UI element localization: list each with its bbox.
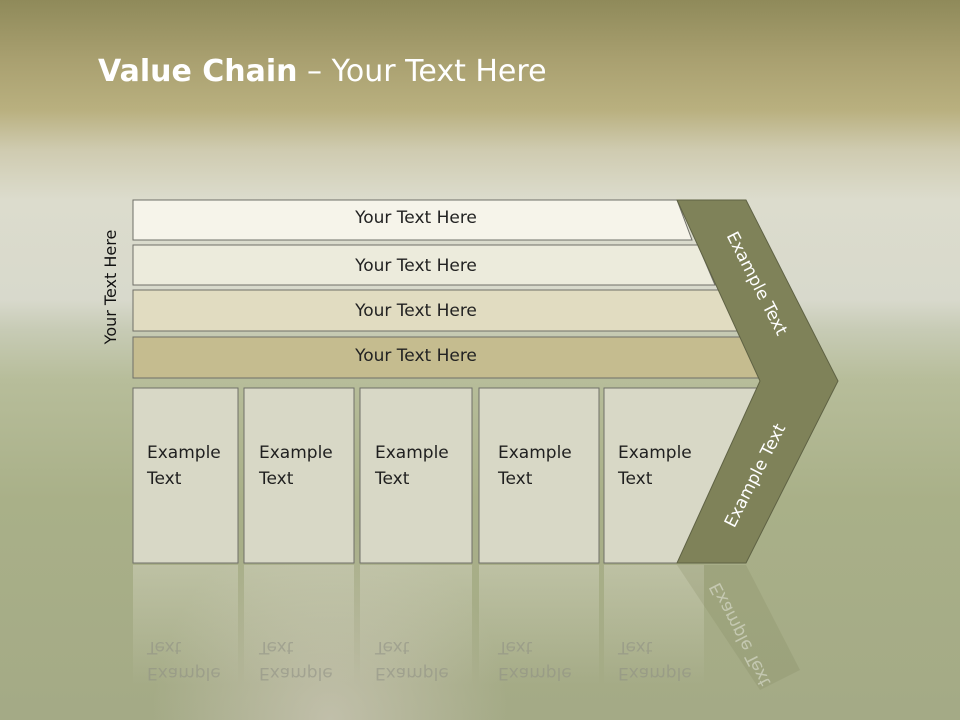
cell-reflection [479, 565, 599, 685]
title-bold: Value Chain [98, 54, 298, 89]
title-rest: – Your Text Here [297, 54, 547, 89]
row-label: Your Text Here [355, 301, 477, 321]
slide-title: Value Chain – Your Text Here [98, 54, 547, 89]
row-label: Your Text Here [355, 346, 477, 366]
chevron-arrow [676, 199, 839, 564]
chevron-reflection [677, 565, 800, 690]
row-label: Your Text Here [355, 256, 477, 276]
activity-cell [243, 387, 355, 564]
activity-cell [478, 387, 600, 564]
cell-reflection [604, 565, 704, 685]
row-label: Your Text Here [355, 208, 477, 228]
cell-reflection [133, 565, 238, 685]
cell-reflection [244, 565, 354, 685]
activity-cell [132, 387, 239, 564]
row-bar [132, 199, 693, 241]
cell-reflection [360, 565, 472, 685]
activity-cell [359, 387, 473, 564]
row-bar [132, 244, 716, 286]
